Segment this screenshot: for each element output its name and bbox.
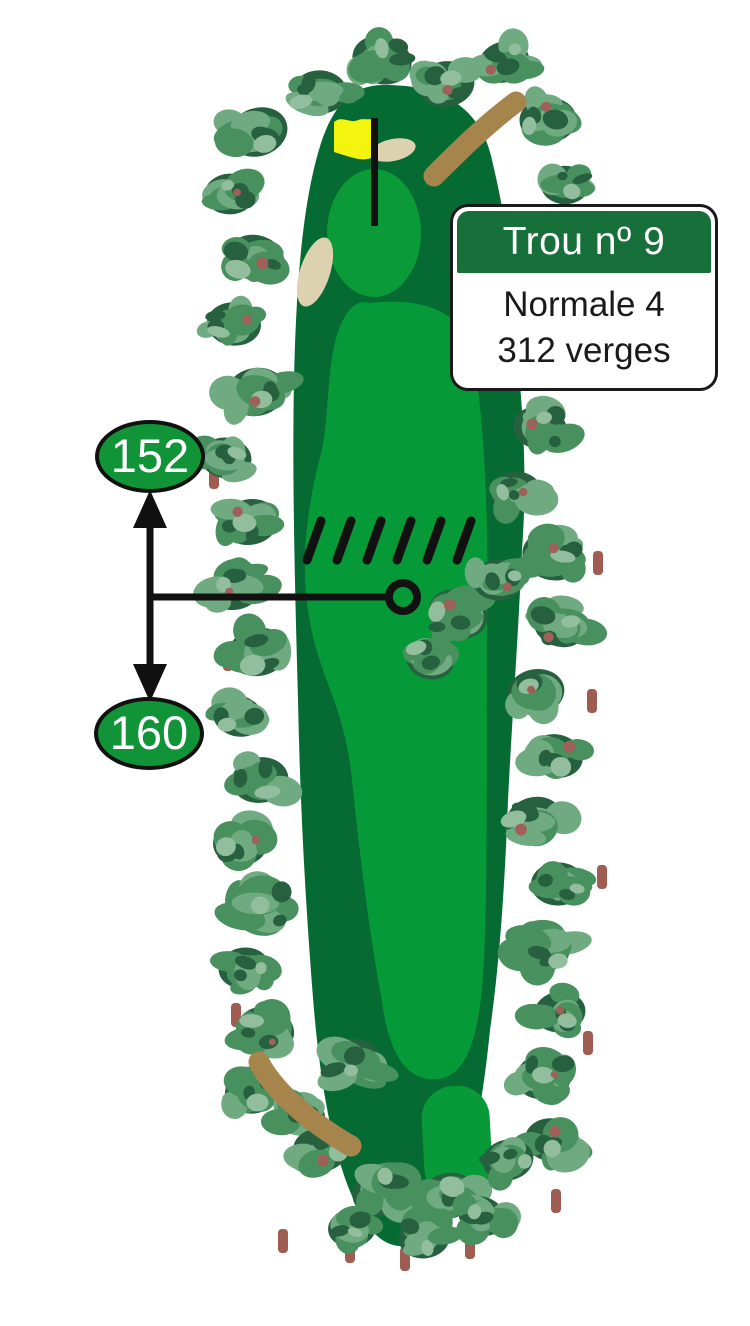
tree-accent-dot: [442, 84, 453, 96]
bunker-left-of-green: [296, 237, 334, 307]
tree-cluster: [193, 557, 282, 613]
tree-cluster: [285, 70, 365, 117]
tree-accent-dot: [232, 506, 243, 517]
tree-trunk: [587, 689, 597, 713]
tree-ring: [186, 27, 608, 1259]
tree-accent-dot: [251, 835, 261, 845]
fairway-shape: [304, 301, 488, 1080]
slope-hash-marks: [302, 516, 476, 565]
tree-accent-dot: [502, 582, 512, 592]
putting-green: [327, 169, 421, 297]
tree-cluster: [221, 234, 290, 285]
bunker-right-of-green: [370, 138, 416, 162]
tree-cluster: [210, 498, 285, 547]
tree-cluster: [213, 107, 288, 158]
tree-trunk: [597, 865, 607, 889]
tree-cluster: [500, 796, 582, 847]
flagstick-group: [334, 118, 378, 226]
tree-accent-dot: [515, 823, 527, 836]
tree-cluster: [428, 584, 496, 644]
tree-accent-dot: [249, 396, 261, 407]
tree-cluster: [213, 613, 292, 677]
tree-cluster: [505, 669, 565, 725]
tree-cluster: [352, 1162, 423, 1223]
tree-trunk: [593, 551, 603, 575]
tree-cluster: [467, 28, 545, 84]
tree-cluster: [513, 395, 585, 455]
tree-accent-dot: [443, 599, 456, 611]
tree-cluster: [201, 168, 265, 215]
tree-cluster: [452, 1193, 521, 1246]
tree-cluster: [213, 810, 278, 872]
tree-accent-dot: [485, 64, 496, 75]
tree-trunk: [278, 1229, 288, 1253]
tree-cluster: [210, 947, 282, 995]
cart-paths: [248, 91, 527, 1157]
tree-cluster: [398, 1207, 463, 1259]
tree-cluster: [196, 295, 267, 346]
hole-title: Trou nº 9: [457, 211, 711, 273]
tree-accent-dot: [549, 1125, 561, 1137]
tree-accent-dot: [242, 314, 252, 325]
tree-cluster: [515, 734, 595, 779]
tree-cluster: [402, 637, 459, 680]
tree-cluster: [511, 1117, 593, 1173]
tree-cluster: [525, 595, 608, 648]
tree-cluster: [224, 999, 295, 1059]
tree-accent-dot: [256, 257, 269, 270]
tee-box: [421, 1085, 493, 1201]
tree-accent-dot: [563, 741, 576, 753]
tree-cluster: [479, 1137, 534, 1191]
tree-accent-dot: [268, 1038, 276, 1046]
tree-cluster: [205, 687, 270, 737]
hole-par: Normale 4: [503, 285, 665, 324]
hole-distance: 312 verges: [497, 331, 671, 370]
arrow-up-icon: [133, 490, 167, 528]
tree-accent-dot: [550, 1070, 558, 1079]
tree-accent-dot: [316, 1154, 329, 1167]
hole-details: Normale 4 312 verges: [457, 273, 711, 374]
tree-accent-dot: [548, 543, 559, 554]
yardage-marker-circle: [385, 579, 421, 615]
flag-pole: [371, 118, 378, 226]
arrow-down-icon: [133, 664, 167, 702]
tree-cluster: [346, 27, 416, 86]
tree-accent-dot: [527, 685, 536, 694]
tree-cluster: [489, 471, 559, 524]
tree-cluster: [209, 367, 304, 425]
tree-cluster: [514, 982, 586, 1039]
tree-cluster: [503, 1046, 577, 1106]
tree-cluster: [537, 163, 596, 205]
tree-cluster: [221, 1066, 279, 1120]
cart-path-top: [423, 91, 527, 187]
flag-icon: [334, 119, 371, 160]
tree-cluster: [497, 919, 592, 986]
tree-trunk: [551, 1189, 561, 1213]
cart-path-bottom: [248, 1051, 362, 1157]
tree-cluster: [464, 557, 531, 601]
tree-cluster: [519, 86, 582, 146]
tree-trunk: [583, 1031, 593, 1055]
distance-badge-152: 152: [95, 420, 205, 493]
tree-accent-dot: [556, 1006, 565, 1015]
tree-accent-dot: [541, 101, 552, 112]
distance-badge-160: 160: [94, 697, 204, 770]
tree-cluster: [214, 871, 299, 936]
tree-accent-dot: [233, 188, 242, 197]
tree-cluster: [316, 1036, 399, 1092]
tree-accent-dot: [519, 487, 528, 497]
bunkers: [296, 138, 416, 307]
tree-accent-dot: [526, 418, 538, 430]
tree-cluster: [528, 861, 597, 906]
tree-accent-dot: [543, 632, 554, 643]
distance-measure: [133, 490, 421, 702]
tree-cluster: [328, 1205, 384, 1255]
tree-cluster: [224, 751, 303, 807]
hole-info-card: Trou nº 9 Normale 4 312 verges: [450, 204, 718, 391]
